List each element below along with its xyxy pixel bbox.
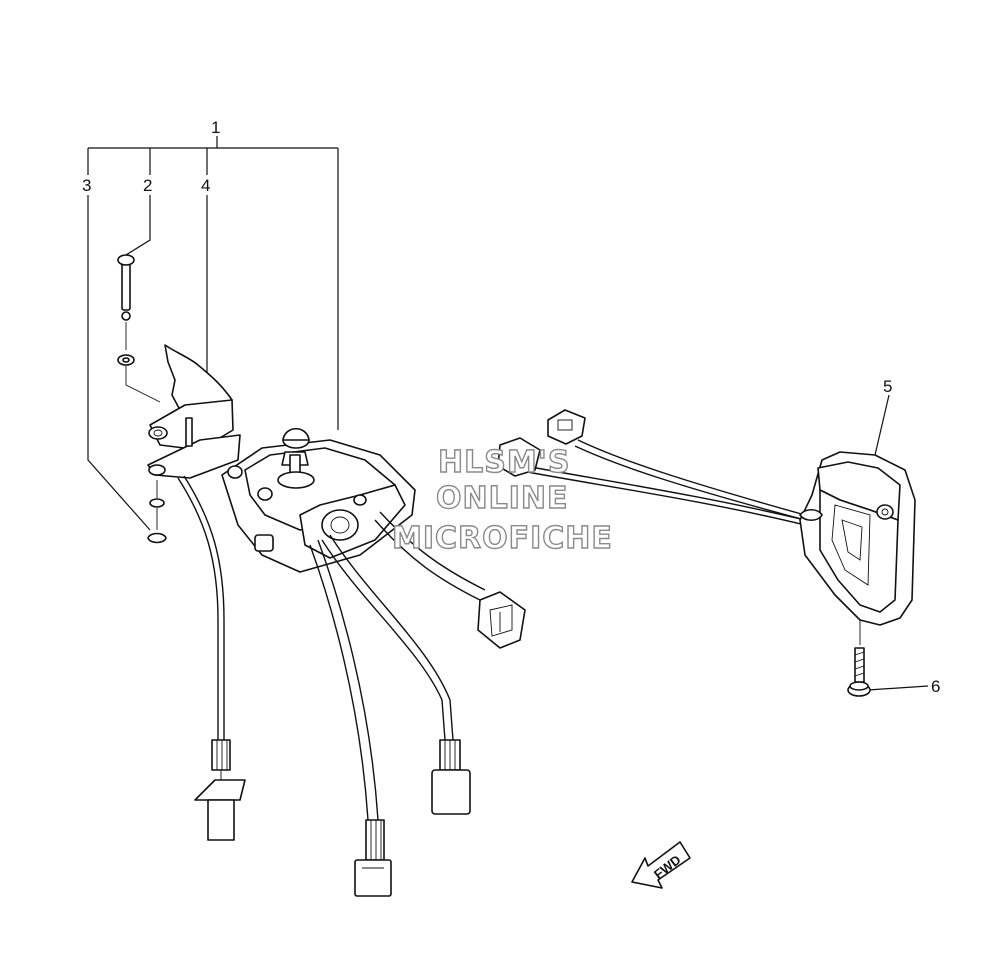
callout-5[interactable]: 5 — [883, 377, 892, 396]
pin-part-2 — [117, 254, 135, 350]
wiring-harness-right — [519, 439, 806, 526]
connector-f — [497, 437, 541, 477]
callout-leaders — [87, 136, 929, 691]
callout-3[interactable]: 3 — [82, 176, 91, 195]
connector-d — [477, 591, 526, 649]
callout-4[interactable]: 4 — [201, 176, 210, 195]
watermark: HLSM'S ONLINE MICROFICHE — [391, 444, 613, 556]
watermark-line-3: MICROFICHE — [392, 521, 613, 556]
connector-a — [194, 739, 246, 841]
switch-housing — [221, 427, 416, 573]
washer — [117, 354, 161, 403]
right-switch-housing-part-5 — [799, 451, 916, 626]
screw-part-6 — [847, 620, 871, 697]
lever-part-4 — [147, 344, 241, 479]
fwd-arrow: FWD — [631, 841, 691, 889]
callout-6[interactable]: 6 — [931, 677, 940, 696]
connector-e — [547, 409, 586, 445]
connector-b — [354, 819, 392, 897]
callout-2[interactable]: 2 — [143, 176, 152, 195]
watermark-line-2: ONLINE — [436, 481, 569, 516]
connector-c — [431, 739, 471, 815]
callout-1[interactable]: 1 — [211, 118, 220, 137]
wiring-harness-left — [177, 475, 486, 821]
clip-part-3 — [147, 480, 167, 544]
watermark-line-1: HLSM'S — [438, 445, 570, 480]
